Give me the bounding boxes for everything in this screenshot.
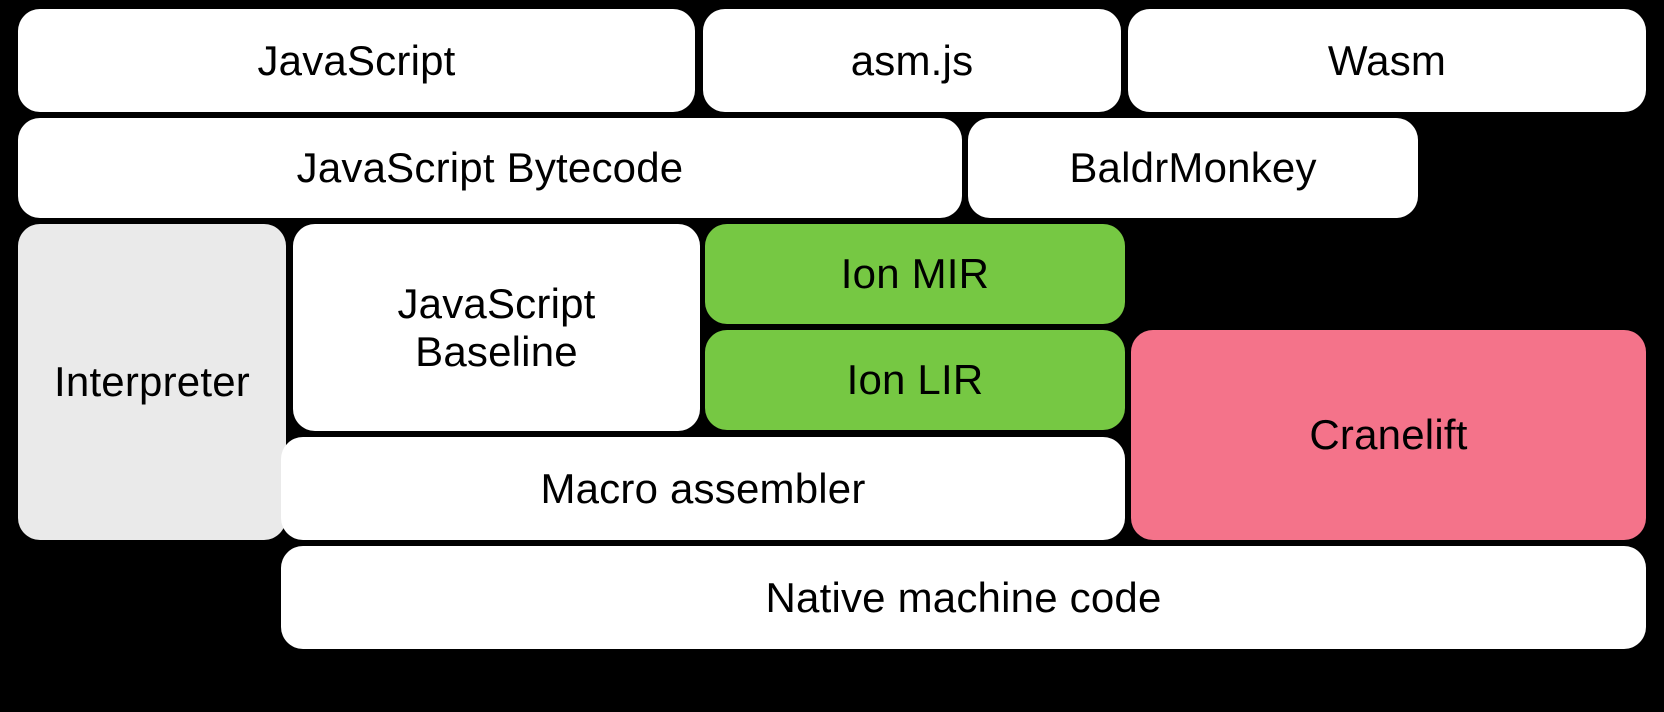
node-label-asm-js: asm.js (850, 36, 974, 84)
node-baldrmonkey: BaldrMonkey (968, 118, 1418, 218)
node-label-ion-lir: Ion LIR (846, 356, 984, 404)
node-label-baldrmonkey: BaldrMonkey (1069, 144, 1317, 192)
node-label-javascript: JavaScript (257, 36, 456, 84)
node-asm-js: asm.js (703, 9, 1121, 112)
node-label-macro-assembler: Macro assembler (540, 464, 866, 512)
node-label-cranelift: Cranelift (1309, 411, 1468, 459)
node-macro-assembler: Macro assembler (281, 437, 1125, 540)
node-label-wasm: Wasm (1327, 36, 1447, 84)
node-javascript-bytecode: JavaScript Bytecode (18, 118, 962, 218)
node-ion-lir: Ion LIR (705, 330, 1125, 430)
node-native-machine-code: Native machine code (281, 546, 1646, 649)
node-javascript-baseline: JavaScript Baseline (293, 224, 700, 431)
node-label-javascript-baseline: JavaScript Baseline (397, 280, 596, 375)
node-ion-mir: Ion MIR (705, 224, 1125, 324)
node-label-native-machine-code: Native machine code (765, 573, 1162, 621)
node-interpreter: Interpreter (18, 224, 286, 540)
node-wasm: Wasm (1128, 9, 1646, 112)
node-cranelift: Cranelift (1131, 330, 1646, 540)
node-javascript: JavaScript (18, 9, 695, 112)
node-label-interpreter: Interpreter (54, 358, 250, 406)
node-label-javascript-bytecode: JavaScript Bytecode (296, 144, 684, 192)
node-label-ion-mir: Ion MIR (840, 250, 990, 298)
